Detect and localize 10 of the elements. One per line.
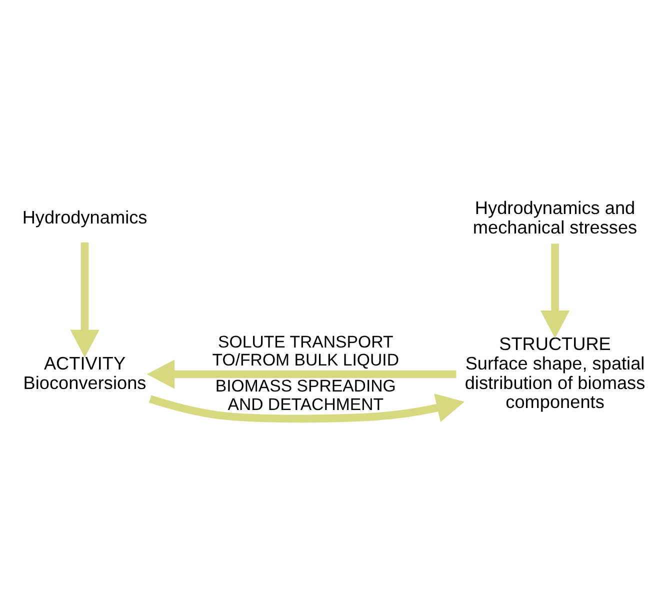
edge-label: SOLUTE TRANSPORT TO/FROM BULK LIQUID <box>212 332 399 370</box>
edge-label: BIOMASS SPREADING AND DETACHMENT <box>215 376 396 414</box>
arrow <box>146 360 456 389</box>
node-text: Hydrodynamics <box>22 208 148 228</box>
node-text: ACTIVITY Bioconversions <box>23 353 146 393</box>
arrow <box>148 394 464 423</box>
arrow <box>540 244 570 338</box>
node-text: Hydrodynamics and mechanical stresses <box>472 198 638 238</box>
arrow <box>70 242 100 358</box>
node-text: STRUCTURE Surface shape, spatial distribution of biomass components <box>464 334 646 412</box>
